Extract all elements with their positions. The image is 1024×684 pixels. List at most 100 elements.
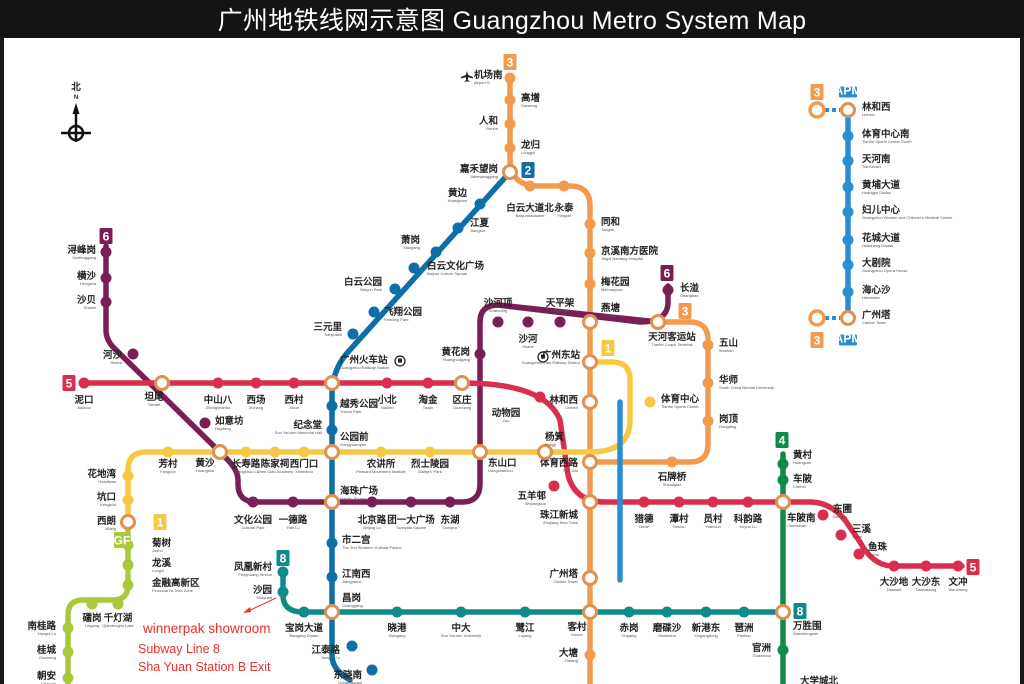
line-badge[interactable]: 2 [521, 162, 535, 178]
line-badge[interactable]: 8 [793, 603, 807, 619]
line-badge[interactable]: 3 [503, 54, 517, 70]
line-badge[interactable]: 1 [153, 514, 167, 530]
line-badge[interactable]: 4 [775, 432, 789, 448]
line-badge[interactable]: 6 [660, 265, 674, 281]
line-badge[interactable]: 8 [276, 550, 290, 566]
line-badge[interactable]: 3 [810, 332, 824, 348]
line-badge[interactable]: GF [114, 532, 131, 548]
line-badge[interactable]: APM [835, 332, 862, 346]
line-badge[interactable]: 3 [810, 84, 824, 100]
line-badge[interactable]: 6 [99, 228, 113, 244]
